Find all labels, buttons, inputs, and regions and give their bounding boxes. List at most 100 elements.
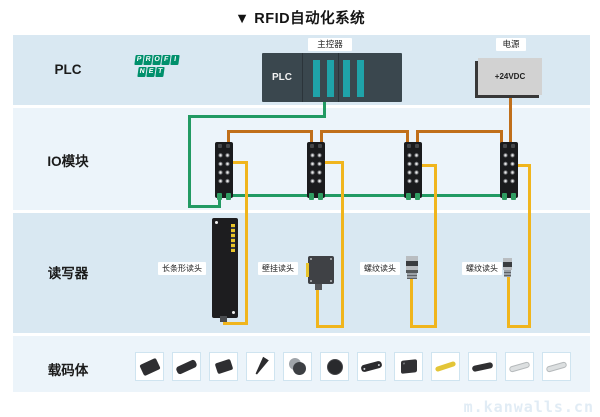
io-module-green-connector	[226, 193, 231, 200]
disc-tag-icon	[326, 358, 343, 375]
orange-wire-segment	[406, 130, 409, 144]
io-module-ports	[502, 151, 516, 187]
green-wire-segment	[188, 115, 191, 208]
orange-wire-segment	[320, 130, 323, 144]
screw-icon	[330, 258, 332, 260]
orange-wire-segment	[227, 130, 313, 133]
plc-divider	[338, 53, 339, 102]
plc-divider	[302, 53, 303, 102]
wall-mount-reader	[306, 256, 334, 284]
orange-wire-segment	[500, 130, 503, 144]
controller-caption: 主控器	[308, 38, 352, 51]
io-module-2	[307, 142, 325, 200]
reader-label-threaded-2: 螺纹读头	[462, 262, 502, 275]
io-module-green-connector	[318, 193, 323, 200]
io-module-green-connector	[511, 193, 516, 200]
orange-wire-segment	[320, 130, 409, 133]
yellow-wire-segment	[316, 325, 344, 328]
orange-wire-segment	[227, 130, 230, 144]
screw-icon	[330, 280, 332, 282]
io-module-1	[215, 142, 233, 200]
green-wire-segment	[224, 194, 507, 197]
carrier-tile	[172, 352, 201, 381]
carrier-tile	[542, 352, 571, 381]
orange-wire-segment	[416, 130, 419, 144]
brand-strip-icon	[231, 224, 235, 252]
screw-icon	[232, 311, 235, 314]
yellow-wire-segment	[507, 277, 510, 328]
carrier-tile	[135, 352, 164, 381]
carrier-tile	[209, 352, 238, 381]
yellow-wire-segment	[528, 164, 531, 328]
yellow-wire-segment	[230, 161, 248, 164]
io-module-green-connector	[406, 193, 411, 200]
screw-icon	[310, 280, 312, 282]
plc-stripe	[327, 60, 334, 97]
sensor-cap	[406, 256, 418, 261]
green-wire-segment	[218, 197, 221, 208]
threaded-reader-1	[406, 256, 418, 279]
sensor-thread	[504, 270, 511, 277]
power-supply-label: +24VDC	[494, 72, 526, 81]
strip-reader-connector	[220, 316, 227, 322]
white-stick-tag-icon	[508, 360, 531, 373]
strip-reader	[212, 218, 238, 318]
page-title: ▼ RFID自动化系统	[234, 11, 366, 27]
yellow-wire-segment	[245, 161, 248, 325]
carrier-tile	[320, 352, 349, 381]
yellow-wire-segment	[507, 325, 531, 328]
io-module-ports	[406, 151, 420, 187]
sensor-band	[406, 266, 418, 270]
brand-strip-icon	[306, 263, 309, 277]
carrier-tile	[468, 352, 497, 381]
yellow-wire-segment	[419, 164, 437, 167]
sensor-band	[503, 267, 512, 270]
power-supply: +24VDC	[478, 58, 542, 95]
plc-controller-label: PLC	[272, 72, 292, 83]
row-label-io: IO模块	[47, 154, 89, 169]
orange-wire-segment	[509, 94, 512, 144]
wall-reader-connector	[315, 284, 322, 290]
yellow-wire-segment	[434, 164, 437, 328]
io-module-green-connector	[217, 193, 222, 200]
green-wire-segment	[188, 205, 221, 208]
band-io-modules	[13, 108, 590, 210]
yellow-stick-tag-icon	[434, 360, 457, 373]
power-caption: 电源	[496, 38, 526, 51]
carrier-tile	[431, 352, 460, 381]
io-module-green-connector	[415, 193, 420, 200]
reader-label-threaded-1: 螺纹读头	[360, 262, 400, 275]
screw-icon	[215, 221, 218, 224]
row-label-reader: 读写器	[47, 266, 89, 281]
yellow-wire-segment	[322, 161, 344, 164]
sensor-band	[406, 270, 418, 273]
carrier-tile	[283, 352, 312, 381]
sensor-thread	[407, 273, 417, 279]
orange-wire-segment	[310, 130, 313, 144]
yellow-wire-segment	[410, 277, 413, 328]
io-module-4	[500, 142, 518, 200]
watermark: m.kanwalls.cn	[463, 398, 594, 416]
carrier-tile	[505, 352, 534, 381]
bar-tag-icon	[175, 358, 198, 375]
plate-tag-icon	[400, 359, 417, 374]
green-wire-segment	[188, 115, 326, 118]
yellow-wire-segment	[410, 325, 437, 328]
rect-tag-small-icon	[214, 358, 233, 375]
threaded-reader-2	[503, 258, 512, 277]
plc-controller: PLC	[262, 53, 402, 102]
row-label-carrier: 载码体	[47, 363, 89, 378]
plc-stripe	[357, 60, 364, 97]
yellow-wire-segment	[341, 161, 344, 328]
rect-tag-icon	[138, 357, 161, 376]
carrier-tile	[246, 352, 275, 381]
sensor-band	[406, 261, 418, 266]
wedge-tag-icon	[252, 356, 269, 376]
carrier-tile	[394, 352, 423, 381]
yellow-wire-segment	[316, 288, 319, 328]
row-label-plc: PLC	[54, 62, 82, 77]
io-module-ports	[309, 151, 323, 187]
